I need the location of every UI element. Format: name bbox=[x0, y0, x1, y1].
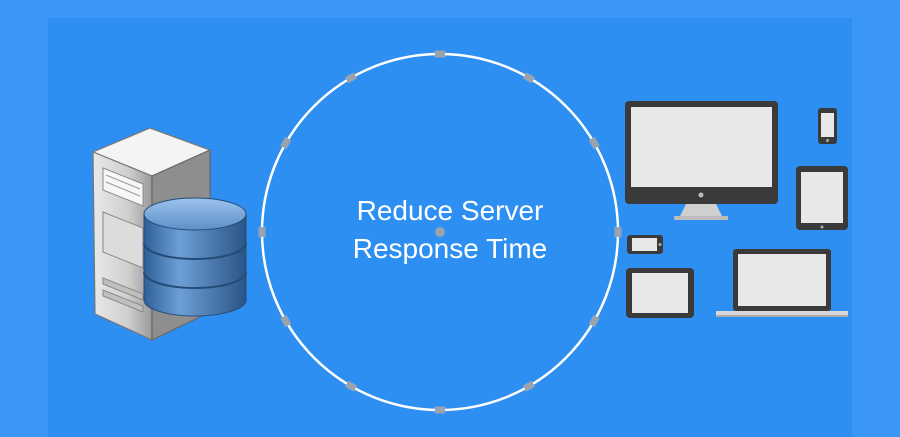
cycle-tick bbox=[435, 50, 445, 58]
cycle-ticks bbox=[258, 50, 622, 414]
center-dot bbox=[435, 227, 445, 237]
tablet-icon bbox=[796, 166, 848, 230]
devices-icon-group bbox=[625, 101, 848, 318]
cycle-tick bbox=[280, 136, 292, 150]
cycle-tick bbox=[258, 227, 266, 237]
smartphone-landscape-icon bbox=[627, 235, 663, 254]
cycle-tick bbox=[280, 314, 292, 328]
cycle-tick bbox=[588, 136, 600, 150]
laptop-icon bbox=[716, 249, 848, 317]
cycle-tick bbox=[344, 72, 358, 84]
server-database-icon bbox=[91, 127, 247, 341]
cycle-tick bbox=[522, 72, 536, 84]
cycle-tick bbox=[435, 406, 445, 414]
center-label: Reduce Server Response Time bbox=[300, 192, 600, 268]
center-label-line-2: Response Time bbox=[352, 233, 548, 264]
tablet-landscape-icon bbox=[626, 268, 694, 318]
cycle-tick bbox=[522, 380, 536, 392]
cycle-tick bbox=[614, 227, 622, 237]
cycle-circle bbox=[258, 50, 622, 414]
center-label-line-1: Reduce Server bbox=[356, 195, 544, 226]
cycle-tick bbox=[344, 380, 358, 392]
cycle-tick bbox=[588, 314, 600, 328]
smartphone-icon bbox=[818, 108, 837, 144]
desktop-monitor-icon bbox=[625, 101, 778, 220]
database-cylinder-icon bbox=[143, 197, 247, 317]
